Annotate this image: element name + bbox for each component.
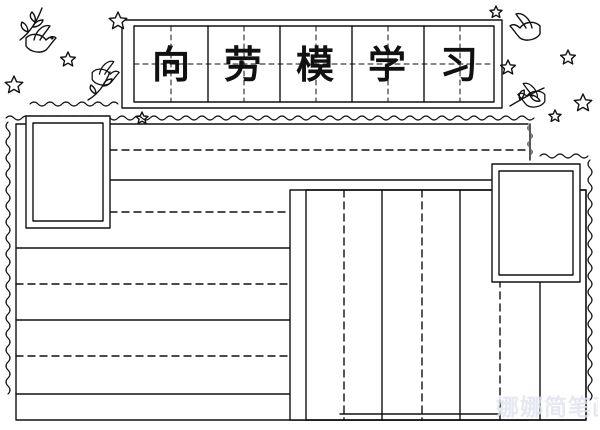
leaf-sprig-icon — [19, 7, 44, 41]
title-character: 习 — [439, 42, 478, 87]
star-icon — [59, 51, 77, 67]
picture-frame — [491, 163, 581, 283]
star-icon — [559, 49, 577, 65]
watermark-text: 娜娜简笔画 — [496, 395, 598, 421]
picture-frame — [25, 115, 111, 229]
title-character: 向 — [151, 42, 190, 87]
leaf-sprig-icon — [87, 71, 113, 101]
star-icon — [548, 109, 562, 123]
title-banner — [121, 19, 503, 109]
dove-icon — [25, 24, 57, 53]
star-icon — [499, 59, 517, 75]
title-character: 学 — [367, 42, 406, 87]
star-icon — [573, 93, 593, 112]
star-icon — [489, 5, 503, 19]
leaf-sprig-icon — [509, 87, 545, 107]
star-icon — [4, 75, 24, 94]
star-icon — [108, 11, 128, 30]
dove-icon — [517, 82, 546, 108]
title-banner-outer — [121, 19, 503, 109]
title-character: 模 — [295, 42, 334, 87]
dove-icon — [509, 12, 541, 41]
title-character: 劳 — [223, 42, 262, 87]
